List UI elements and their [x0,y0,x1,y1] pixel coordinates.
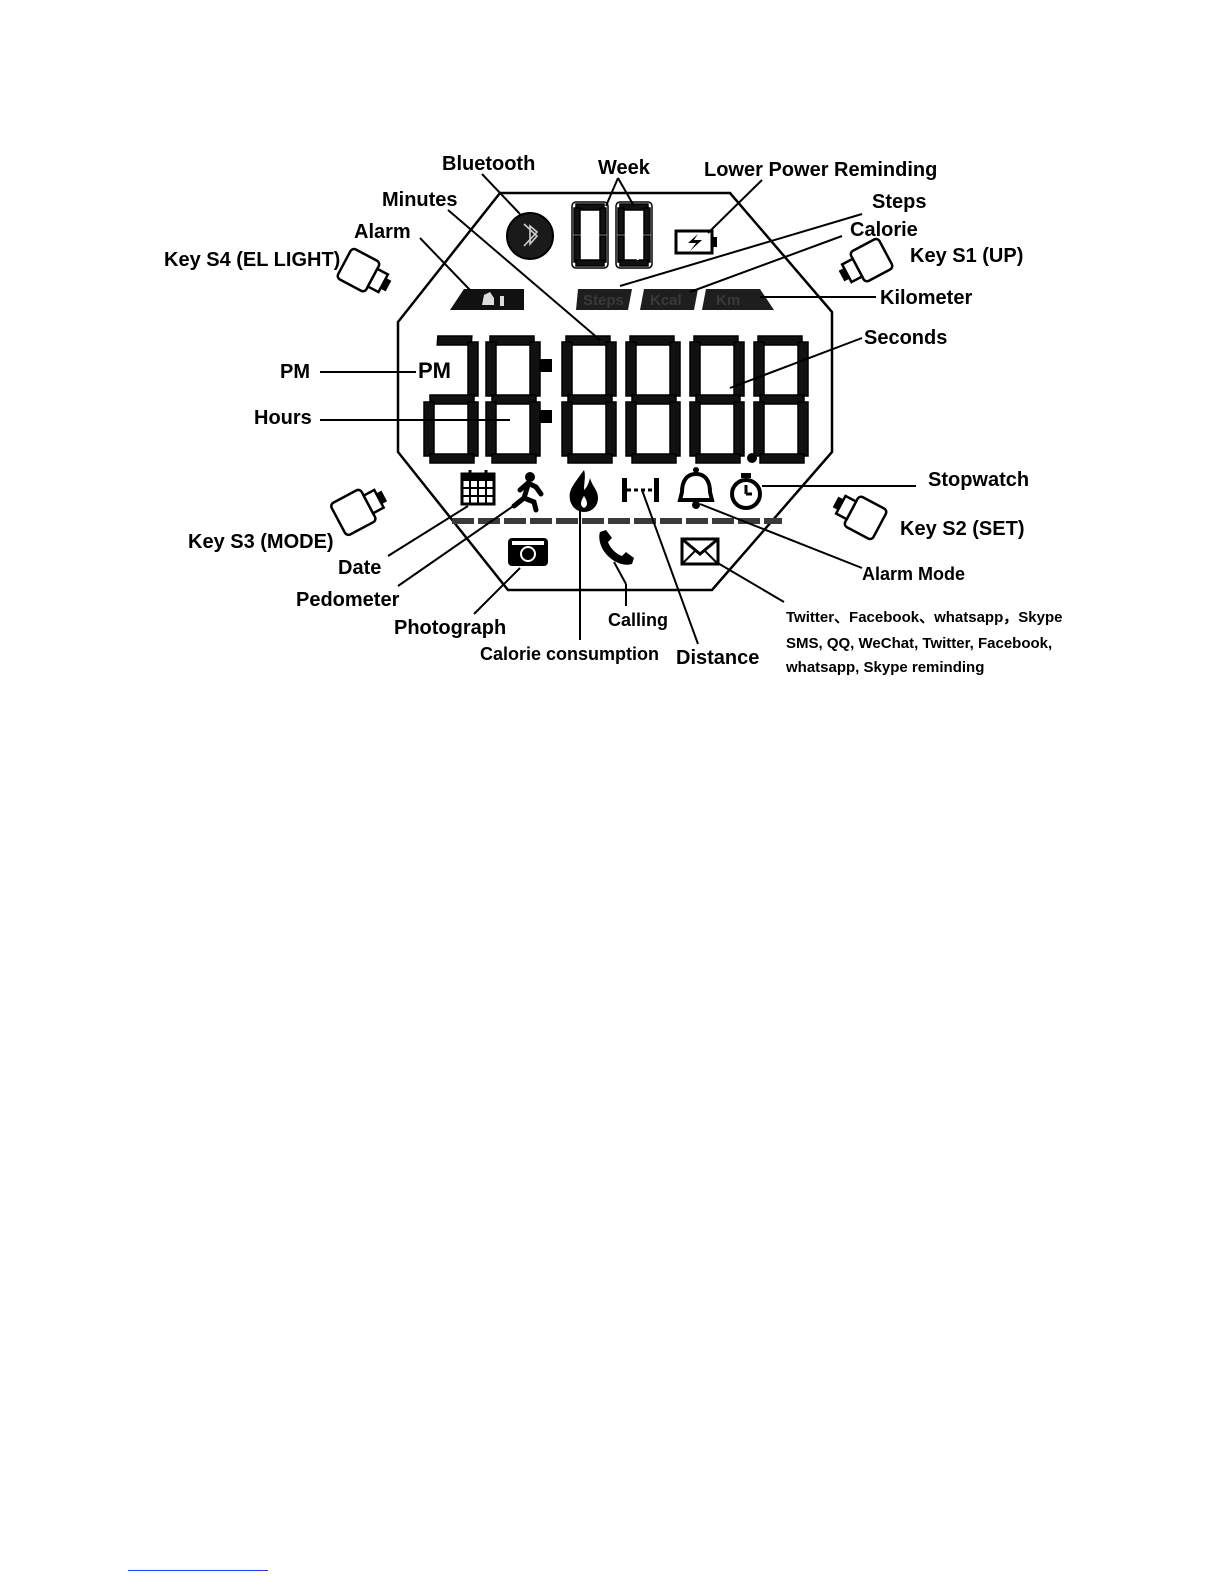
pm-label: PM [280,361,310,383]
key-s2-button-icon [832,494,888,541]
alarm-mode-label: Alarm Mode [862,564,965,584]
watch-face-outline [396,191,834,592]
kcal-segment-label: Kcal [650,292,682,309]
key-s3-button-icon [330,488,388,537]
calorie-consumption-label: Calorie consumption [480,644,659,664]
key-s4-button-icon [336,247,392,294]
kilometer-label: Kilometer [880,287,972,309]
kcal-segment: Kcal [640,289,698,310]
steps-segment: Steps [576,289,632,310]
battery-icon [674,229,717,255]
key-s3-label: Key S3 (MODE) [188,531,334,553]
phone-icon [599,530,634,565]
alarm-label: Alarm [354,221,411,243]
alarm-segment-icon [450,289,524,310]
km-segment-label: Km [716,292,740,309]
social-line-2: SMS, QQ, WeChat, Twitter, Facebook, [786,635,1052,652]
social-line-3: whatsapp, Skype reminding [785,659,984,676]
hours-label: Hours [254,407,312,429]
callout-lines [320,173,916,645]
steps-label: Steps [872,191,926,213]
distance-label: Distance [676,647,759,669]
key-s1-label: Key S1 (UP) [910,245,1023,267]
calendar-icon [460,470,496,506]
lower-power-label: Lower Power Reminding [704,159,937,181]
seconds-label: Seconds [864,327,947,349]
calling-label: Calling [608,610,668,630]
bell-icon [677,467,715,509]
distance-icon [622,478,659,502]
stopwatch-label: Stopwatch [928,469,1029,491]
key-s4-label: Key S4 (EL LIGHT) [164,249,340,271]
date-label: Date [338,557,381,579]
bluetooth-label: Bluetooth [442,153,535,175]
pedometer-label: Pedometer [296,589,400,611]
key-s2-label: Key S2 (SET) [900,518,1024,540]
labels: Bluetooth Week Lower Power Reminding Min… [164,153,1062,676]
bluetooth-icon [506,212,554,260]
seconds-digits [689,335,809,464]
footer-link-underline [128,1570,268,1571]
progress-segments [452,518,782,524]
week-label: Week [598,157,651,179]
calorie-label: Calorie [850,219,918,241]
envelope-icon [680,537,720,566]
social-line-1: Twitter、Facebook、whatsapp，Skype [786,609,1062,626]
minutes-label: Minutes [382,189,458,211]
pm-indicator: PM [418,358,451,383]
runner-icon [511,472,544,513]
minutes-digits [561,335,681,464]
key-s1-button-icon [838,237,894,284]
flame-icon [569,470,598,512]
colon [539,359,552,423]
steps-segment-label: Steps [583,292,624,309]
photograph-label: Photograph [394,617,506,639]
camera-icon [508,538,548,566]
km-segment: Km [702,289,774,310]
stopwatch-icon [730,473,762,510]
hours-digits [423,335,541,464]
week-digits [571,201,653,269]
